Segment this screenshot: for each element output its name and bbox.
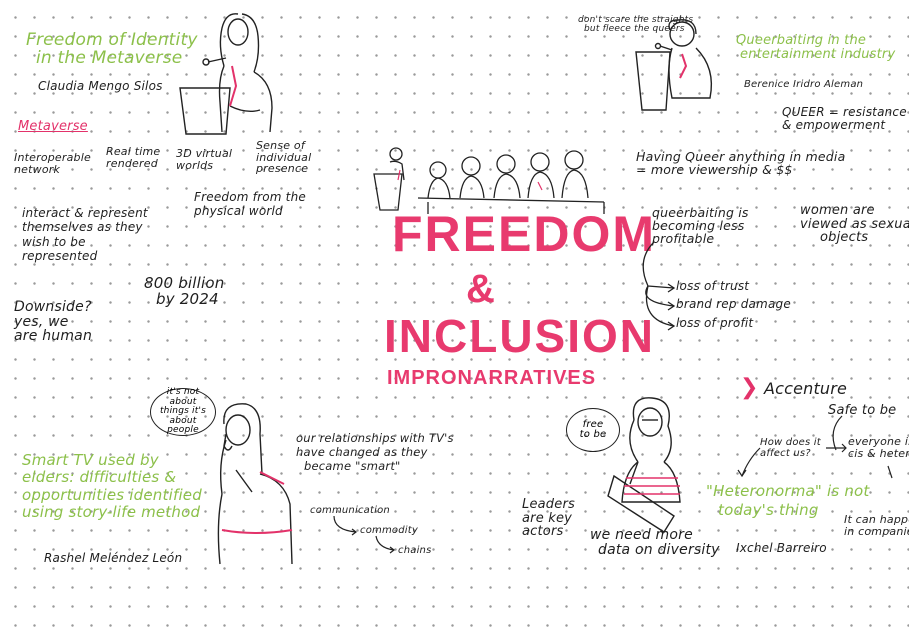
session4-data: we need more data on diversity [590, 528, 720, 557]
session1-billion-line1: 800 billion [144, 274, 225, 292]
main-title-freedom: FREEDOM [392, 206, 656, 262]
speaker4-illustration [607, 397, 681, 533]
session4-how: How does it affect us? [760, 437, 821, 459]
session1-billion: 800 billion by 2024 [144, 274, 225, 308]
session2-speech-line1: don't scare the straights [578, 15, 694, 25]
session2-having-line2: = more viewership & $$ [636, 162, 793, 178]
session3-chains: chains [398, 545, 432, 556]
session1-billion-line2: by 2024 [156, 289, 219, 308]
panel-illustration [373, 147, 605, 214]
session3-communication: communication [310, 505, 390, 516]
main-title-inclusion: INCLUSION [384, 310, 655, 362]
session4-everyone-line2: cis & hetero [848, 446, 909, 460]
session2-speaker: Berenice Iridro Aleman [744, 79, 864, 90]
session4-leaders-line1: Leaders [522, 497, 575, 512]
session2-profitable-line1: queerbaiting is [652, 205, 749, 220]
session3-title-line2: elders: difficulties & [22, 468, 177, 487]
session2-queer-line1: QUEER = resistance [782, 105, 907, 119]
session2-queer-line2: & empowerment [782, 117, 886, 132]
session2-consequence-1: loss of trust [676, 279, 750, 293]
speaker1-illustration [179, 13, 273, 135]
session1-feature-2: Real time rendered [106, 145, 161, 170]
session3-arrows [333, 515, 395, 554]
session4-bubble-text: free to be [579, 418, 607, 440]
session4-everyone: everyone is cis & hetero [848, 436, 909, 459]
session2-arrows [642, 241, 676, 331]
session3-commodity: commodity [360, 525, 418, 536]
session1-freedom: Freedom from the physical world [194, 190, 306, 219]
session2-consequence-2: brand rep damage [676, 297, 791, 311]
session4-happen-line1: It can happen [844, 513, 909, 526]
session4-hetero: "Heteronorma" is not today's thing [706, 482, 870, 520]
main-subtitle: IMPRONARRATIVES [387, 367, 597, 389]
session4-how-line2: affect us? [760, 447, 811, 459]
session2-having-line1: Having Queer anything in media [636, 149, 846, 164]
session2-consequence-3: loss of profit [676, 316, 754, 330]
session4-arrows [737, 415, 893, 479]
session2-speech-line2: but fleece the queers [584, 24, 685, 35]
session4-how-line1: How does it [760, 437, 821, 448]
session4-happen-line2: in companies [844, 524, 909, 538]
session1-represent: interact & represent themselves as they … [22, 206, 148, 264]
session4-accenture-label: Accenture [763, 379, 848, 398]
session2-speech: don't scare the straights but fleece the… [578, 15, 694, 35]
session1-feature-1: Interoperable network [14, 151, 91, 176]
session2-title-line2: entertainment industry [740, 46, 896, 62]
session4-everyone-line1: everyone is [848, 435, 909, 448]
session4-data-line2: data on diversity [598, 541, 720, 558]
session3-relation-line1: our relationships with TV's [296, 431, 454, 445]
session1-section-label: Metaverse [18, 119, 88, 134]
session3-relation-line2: have changed as they [296, 444, 428, 459]
session1-title-line1: Freedom of Identity [26, 30, 198, 50]
session2-queer: QUEER = resistance & empowerment [782, 106, 907, 131]
session4-safe: Safe to be [828, 403, 897, 418]
session1-downside-line3: are human [14, 328, 93, 345]
session4-happen: It can happen in companies [844, 514, 909, 537]
session1-feature-4: Sense of individual presence [256, 139, 312, 176]
session1-downside: Downside? yes, we are human [14, 300, 92, 344]
session1-downside-line1: Downside? [14, 299, 92, 315]
session4-accenture: ❯ Accenture [740, 376, 847, 399]
session4-speech-bubble: free to be [566, 408, 620, 452]
speaker3-illustration [217, 403, 293, 565]
session1-speaker: Claudia Mengo Silos [38, 79, 163, 93]
session2-title: Queerbaiting in the entertainment indust… [736, 34, 895, 61]
session2-profitable-line2: becoming less [652, 218, 745, 234]
session3-speaker: Rashel Meléndez León [44, 551, 183, 565]
session4-hetero-line1: "Heteronorma" is not [706, 482, 870, 500]
session1-title: Freedom of Identity in the Metaverse [26, 30, 198, 68]
session4-speaker: Ixchel Barreiro [736, 541, 827, 555]
session3-title-line1: Smart TV used by [22, 451, 159, 469]
session3-speech-bubble: it's not about things it's about people [150, 388, 216, 436]
session2-women-line2: viewed as sexual [800, 216, 909, 232]
session4-leaders: Leaders are key actors [522, 498, 575, 539]
session2-profitable-line3: profitable [652, 231, 715, 247]
session1-feature-3: 3D virtual worlds [176, 147, 233, 172]
session3-relation-line3: became "smart" [304, 458, 401, 473]
session2-women-line1: women are [800, 203, 875, 218]
session4-leaders-line2: are key [522, 510, 573, 526]
session3-title-line4: using story-life method [22, 502, 201, 521]
session2-profitable: queerbaiting is becoming less profitable [652, 205, 749, 247]
session3-bubble-text: it's not about things it's about people [159, 387, 207, 436]
session4-hetero-line2: today's thing [718, 500, 819, 519]
speaker2-illustration [635, 19, 713, 111]
session4-chevron-icon: ❯ [740, 375, 759, 400]
session2-women-line3: objects [820, 230, 869, 246]
session2-women: women are viewed as sexual objects [800, 204, 909, 245]
session2-having: Having Queer anything in media = more vi… [636, 150, 845, 176]
session2-title-line1: Queerbaiting in the [736, 33, 867, 48]
session4-data-line1: we need more [590, 527, 693, 543]
session1-title-line2: in the Metaverse [36, 47, 183, 68]
session3-title-line3: opportunities identified [22, 485, 202, 504]
session3-relation: our relationships with TV's have changed… [296, 431, 454, 473]
session4-leaders-line3: actors [522, 524, 564, 540]
session1-downside-line2: yes, we [14, 313, 69, 330]
session3-title: Smart TV used by elders: difficulties & … [22, 451, 202, 521]
main-title-ampersand: & [466, 267, 497, 311]
